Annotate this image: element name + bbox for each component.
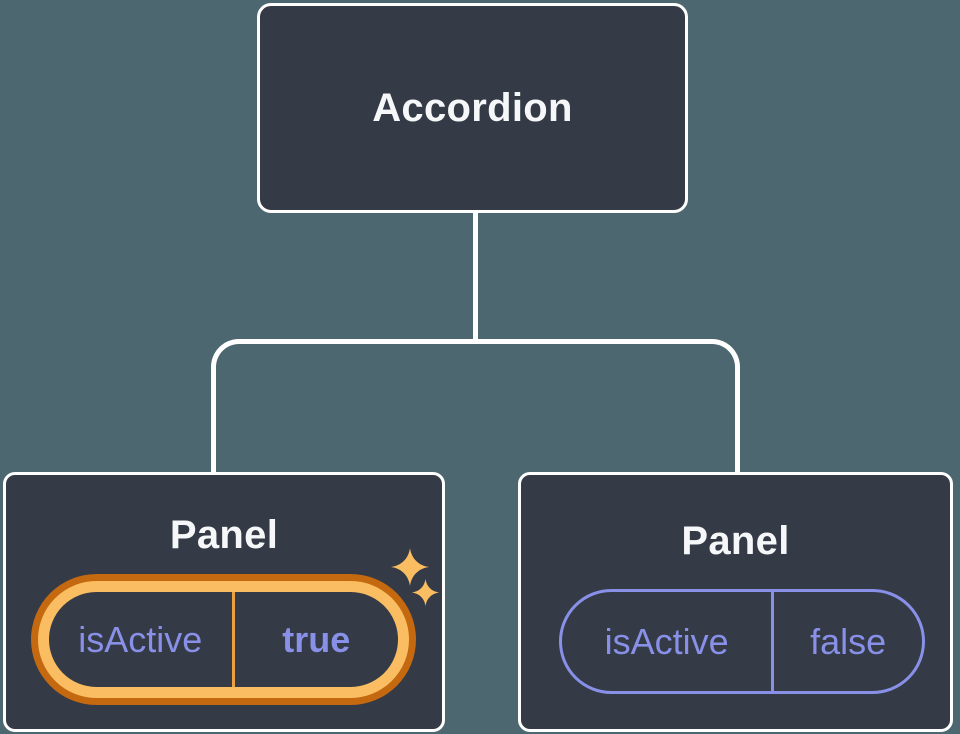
prop-pill-inactive: isActive false xyxy=(559,589,925,694)
prop-name: isActive xyxy=(604,620,729,662)
sparkle-icon-large xyxy=(391,548,429,586)
panel-label: Panel xyxy=(681,519,790,563)
prop-value: false xyxy=(810,620,887,662)
accordion-node: Accordion xyxy=(257,3,688,213)
connector-branch xyxy=(211,339,740,472)
sparkle-icon-small xyxy=(412,579,439,606)
prop-pill-active: isActive true xyxy=(38,581,409,698)
panel-label: Panel xyxy=(169,513,279,557)
prop-value: true xyxy=(282,618,351,660)
prop-divider xyxy=(771,592,775,691)
panel-node-active: Panel isActive true xyxy=(3,472,445,732)
prop-name: isActive xyxy=(78,618,203,660)
connector-stem xyxy=(473,211,478,344)
accordion-label: Accordion xyxy=(372,85,573,130)
prop-divider xyxy=(231,592,235,687)
panel-node-inactive: Panel isActive false xyxy=(518,472,953,732)
